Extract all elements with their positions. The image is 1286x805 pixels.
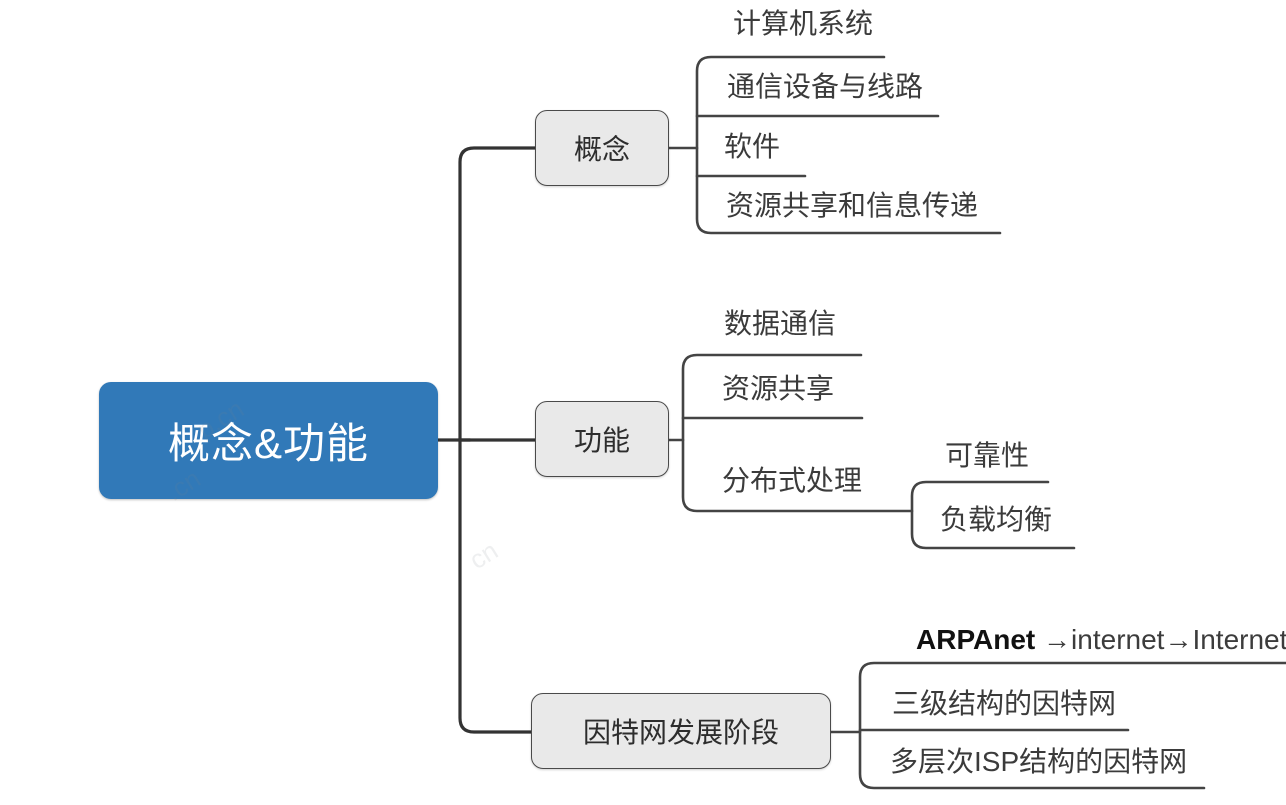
leaf-ziyuan-gongxiang[interactable]: 资源共享 [722,373,835,404]
leaf-fuzai-junheng[interactable]: 负载均衡 [940,504,1053,535]
leaf-ruanjian[interactable]: 软件 [724,131,781,162]
branch-node-gainian[interactable]: 概念 [535,110,669,186]
edge-main-spine [458,146,537,734]
leaf-arpanet-rest: →internet→Internet [1035,624,1286,655]
leaf-arpanet-first: ARPAnet [916,624,1036,655]
leaf-shuju-tongxin[interactable]: 数据通信 [724,308,837,339]
branch-node-yintewang[interactable]: 因特网发展阶段 [531,693,831,769]
leaf-kekaoxing[interactable]: 可靠性 [945,440,1030,471]
watermark-3: cn [463,535,504,576]
leaf-sanji-jiegou[interactable]: 三级结构的因特网 [892,688,1117,719]
branch-node-gongneng-label: 功能 [573,425,630,456]
leaf-fenbushi-chuli[interactable]: 分布式处理 [722,465,863,496]
branch-node-gongneng[interactable]: 功能 [535,401,669,477]
leaf-arpanet-internet[interactable]: ARPAnet →internet→Internet [916,626,1286,654]
branch-node-yintewang-label: 因特网发展阶段 [582,717,779,748]
leaf-duocengci-isp[interactable]: 多层次ISP结构的因特网 [890,746,1188,777]
root-node[interactable]: 概念&功能 [99,382,438,499]
leaf-ziyuan-gongxiang-xinxi[interactable]: 资源共享和信息传递 [726,190,979,221]
leaf-jisuanji-xitong[interactable]: 计算机系统 [733,8,874,39]
branch-node-gainian-label: 概念 [573,134,630,165]
leaf-tongxin-shebei[interactable]: 通信设备与线路 [727,71,924,102]
root-node-label: 概念&功能 [167,420,369,467]
